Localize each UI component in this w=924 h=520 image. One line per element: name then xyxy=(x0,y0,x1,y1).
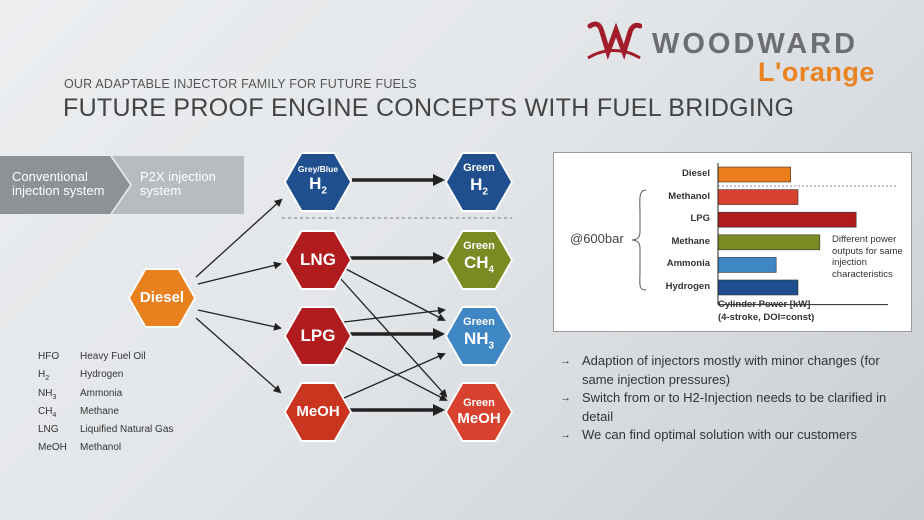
chart-x-label-line1: Cylinder Power [kW] xyxy=(718,299,811,310)
arrow-right-icon: → xyxy=(560,355,571,367)
bar-label-ammonia: Ammonia xyxy=(666,258,710,270)
banner-p2x-label: P2X injection system xyxy=(140,169,216,198)
woodward-logo-icon xyxy=(587,21,642,60)
arrow-right-icon: → xyxy=(560,429,571,441)
injection-banner xyxy=(0,156,244,214)
brand-sub-name: L'orange xyxy=(758,57,875,87)
bar-hydrogen xyxy=(717,279,799,296)
chart-annotation: Different power outputs for same injecti… xyxy=(832,234,903,280)
bar-label-methanol: Methanol xyxy=(668,190,710,202)
bar-label-methane: Methane xyxy=(671,235,710,247)
brand-name: WOODWARD xyxy=(652,28,859,60)
bar-methane xyxy=(717,234,821,251)
bar-label-lpg: LPG xyxy=(690,213,710,225)
bar-label-hydrogen: Hydrogen xyxy=(665,281,710,292)
slide-title: FUTURE PROOF ENGINE CONCEPTS WITH FUEL B… xyxy=(63,94,795,122)
bar-ammonia xyxy=(717,257,777,273)
hex-diesel: Diesel xyxy=(130,270,194,326)
list-item: →We can find optimal solution with our c… xyxy=(560,426,900,445)
chart-x-label-line2: (4-stroke, DOI=const) xyxy=(718,312,815,323)
arrow-right-icon: → xyxy=(560,392,571,404)
bar-diesel xyxy=(717,166,792,183)
bar-lpg xyxy=(717,211,857,228)
key-points-list: →Adaption of injectors mostly with minor… xyxy=(560,352,900,445)
bar-label-diesel: Diesel xyxy=(682,168,710,179)
bar-methanol xyxy=(717,189,799,205)
list-item: →Switch from or to H2-Injection needs to… xyxy=(560,389,900,426)
chart-group-label: @600bar xyxy=(570,231,624,246)
banner-conventional-label: Conventional injection system xyxy=(12,169,105,198)
list-item: →Adaption of injectors mostly with minor… xyxy=(560,352,900,389)
slide-kicker: OUR ADAPTABLE INJECTOR FAMILY FOR FUTURE… xyxy=(64,77,417,91)
chart-x-label: Cylinder Power [kW] (4-stroke, DOI=const… xyxy=(718,298,814,324)
